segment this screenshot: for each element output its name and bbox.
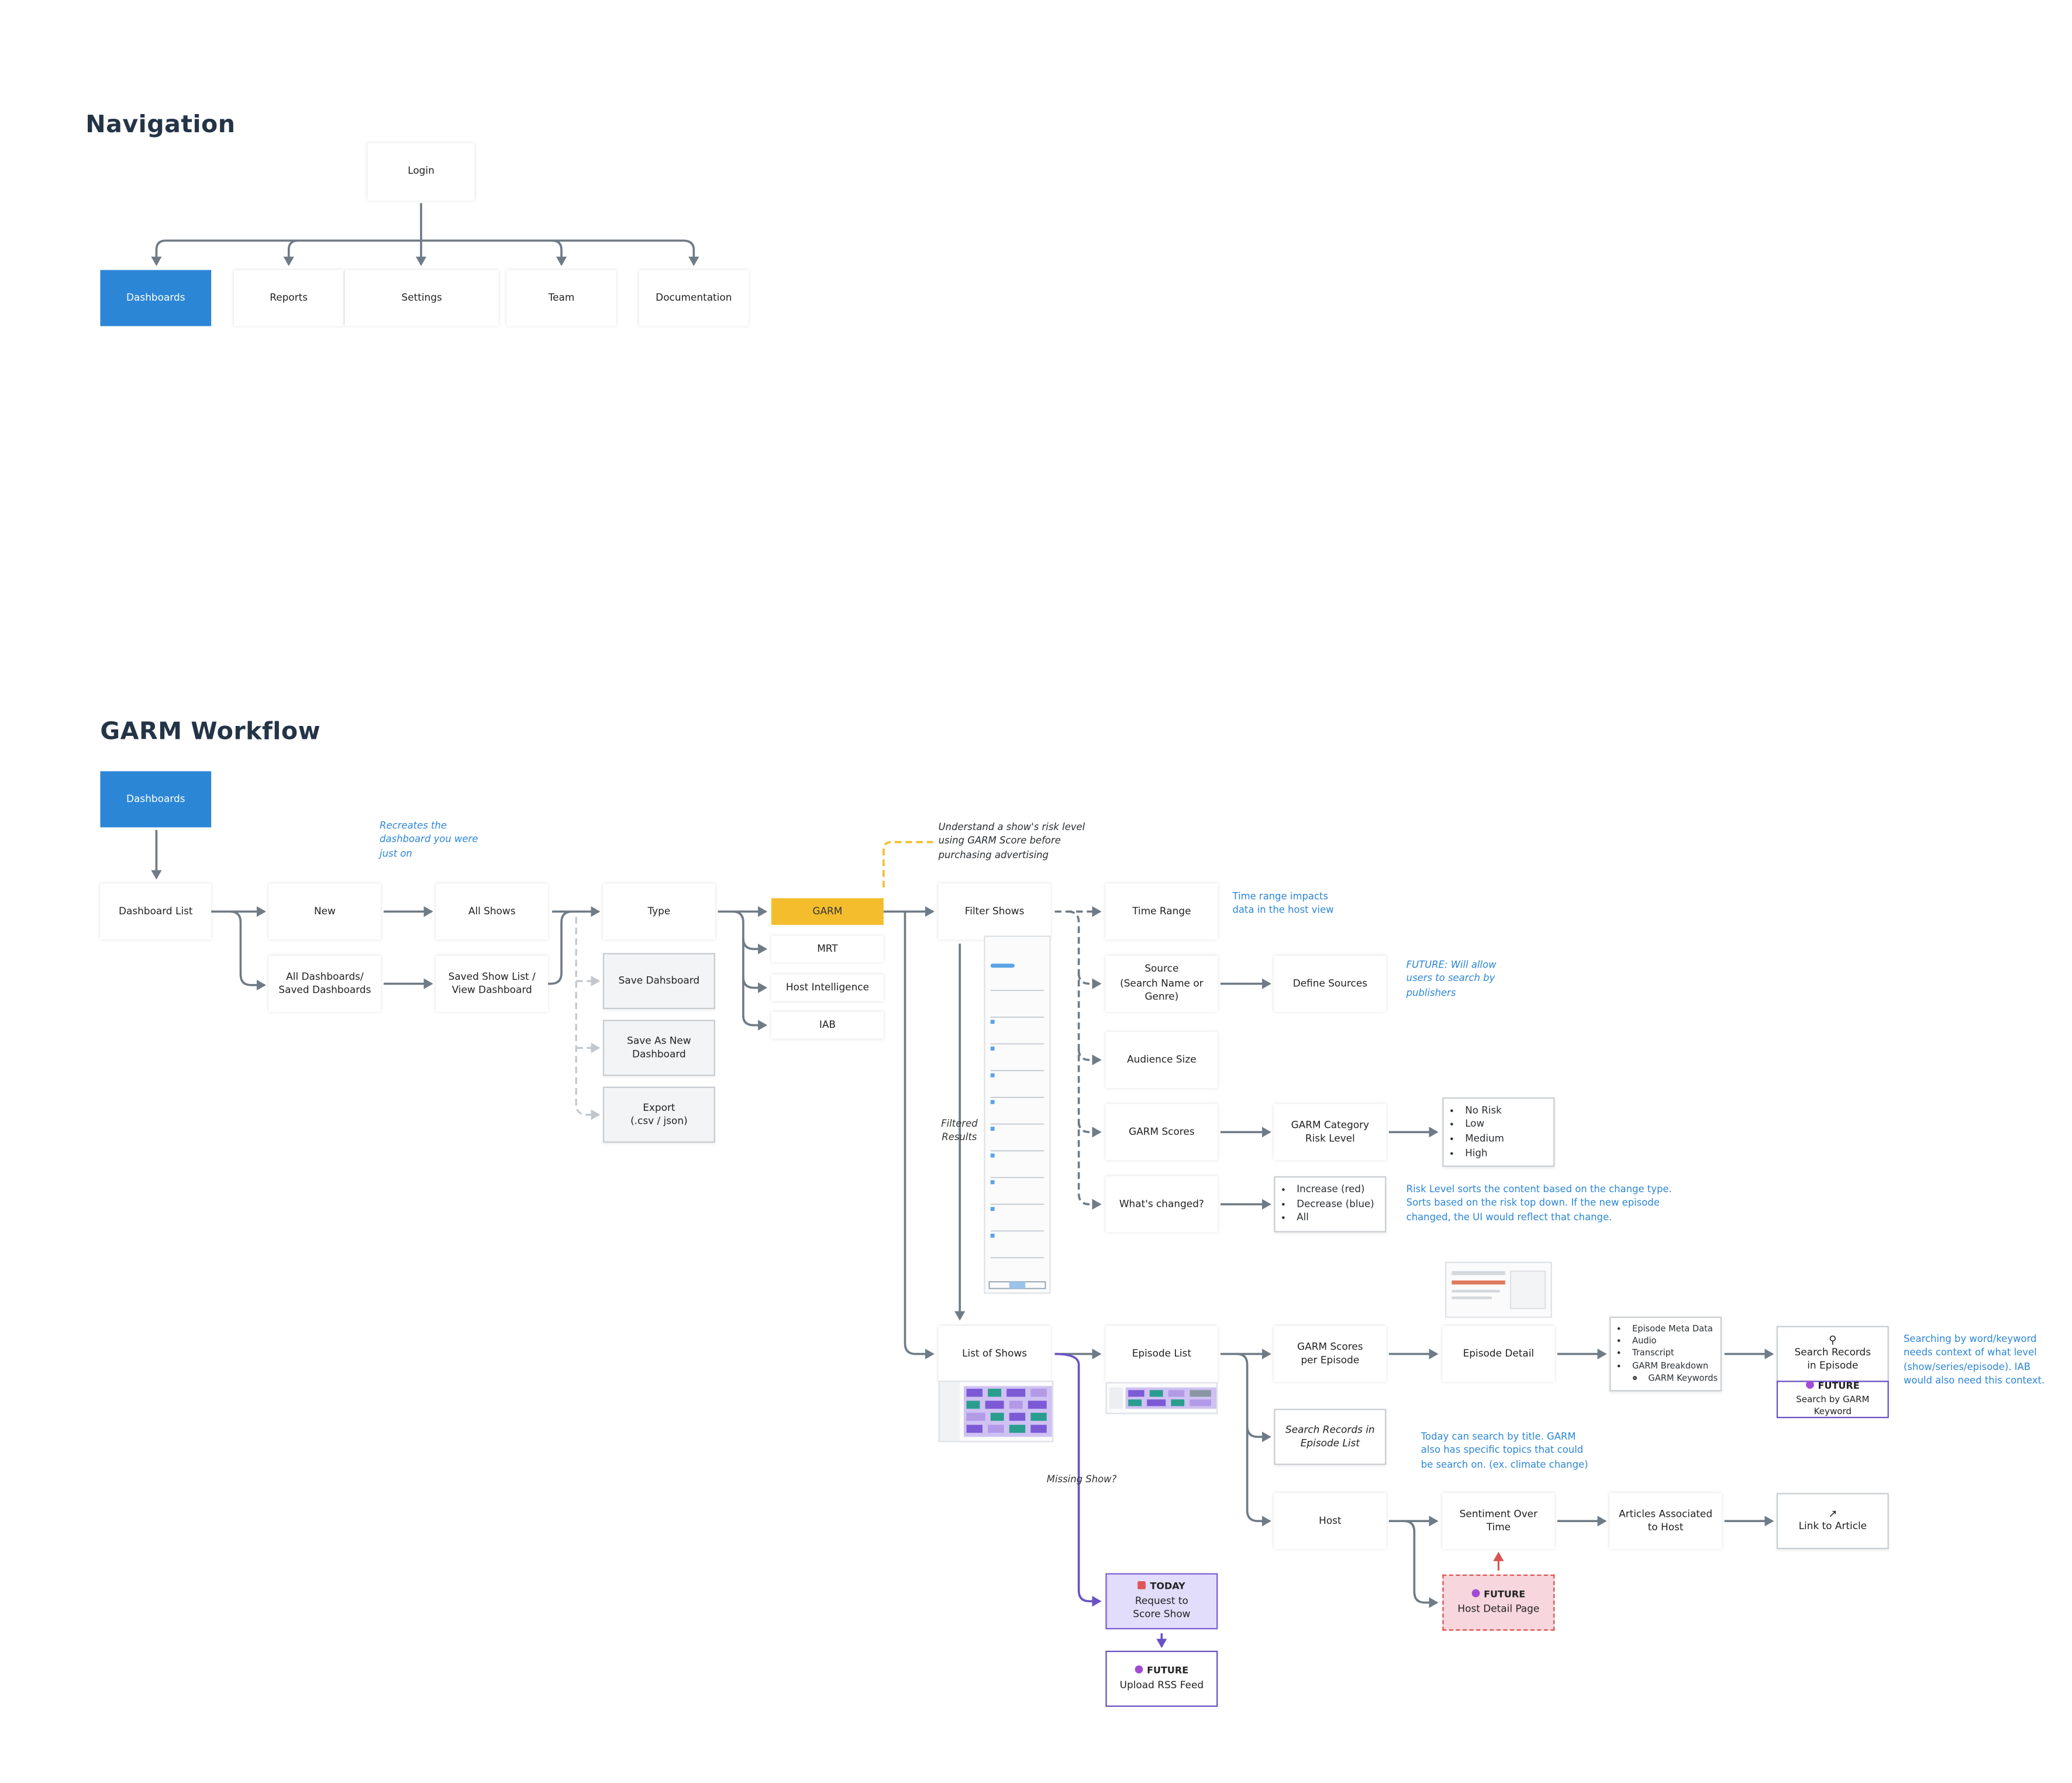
episode-detail-items: Episode Meta Data Audio Transcript GARM … (1609, 1316, 1722, 1392)
iab-node[interactable]: IAB (771, 1011, 884, 1039)
episode-detail-preview (1452, 1270, 1546, 1310)
change-option-item: Increase (red) (1297, 1183, 1374, 1197)
episode-list-node[interactable]: Episode List (1105, 1326, 1218, 1382)
mrt-node[interactable]: MRT (771, 935, 884, 963)
episode-detail-thumbnail (1444, 1261, 1552, 1318)
episode-list-thumbnail (1105, 1382, 1218, 1414)
search-by-garm-keyword-label: Search by GARM Keyword (1796, 1393, 1870, 1417)
filter-panel-thumbnail (984, 935, 1051, 1294)
sentiment-over-time-node[interactable]: Sentiment Over Time (1442, 1493, 1555, 1550)
shows-heatmap-thumbnail (938, 1381, 1054, 1443)
audience-size-node[interactable]: Audience Size (1105, 1031, 1218, 1088)
future-sources-note: FUTURE: Will allow users to search by pu… (1406, 958, 1497, 999)
garm-scores-node[interactable]: GARM Scores (1105, 1104, 1218, 1161)
source-node[interactable]: Source (Search Name or Genre) (1105, 955, 1218, 1012)
search-records-episode-list-node[interactable]: Search Records in Episode List (1274, 1409, 1387, 1465)
nav-dashboards[interactable]: Dashboards (100, 270, 212, 326)
saved-show-list-node[interactable]: Saved Show List / View Dashboard (436, 955, 549, 1012)
workflow-connectors (151, 829, 1774, 1648)
risk-level-item: High (1465, 1146, 1504, 1160)
understand-risk-note: Understand a show's risk level using GAR… (938, 820, 1085, 861)
save-dashboard-button[interactable]: Save Dahsboard (602, 953, 715, 1010)
workflow-dashboards[interactable]: Dashboards (100, 771, 212, 828)
navigation-title: Navigation (85, 111, 236, 139)
host-detail-page-label: Host Detail Page (1457, 1602, 1540, 1615)
filter-shows-node[interactable]: Filter Shows (938, 883, 1051, 940)
search-records-in-episode-label: Search Records in Episode (1794, 1345, 1871, 1372)
dashboard-list-node[interactable]: Dashboard List (100, 883, 212, 940)
episode-detail-item: Episode Meta Data (1632, 1323, 1718, 1335)
garm-workflow-title: GARM Workflow (100, 717, 321, 746)
purple-dot-icon (1471, 1589, 1480, 1598)
today-label: TODAY (1150, 1581, 1185, 1592)
nav-reports[interactable]: Reports (234, 270, 344, 326)
type-node[interactable]: Type (602, 883, 715, 940)
articles-associated-node[interactable]: Articles Associated to Host (1609, 1493, 1722, 1550)
episode-detail-item: Transcript (1632, 1348, 1718, 1360)
filter-panel-preview (988, 963, 1046, 1289)
change-option-item: Decrease (blue) (1297, 1197, 1374, 1211)
episode-detail-item: GARM Breakdown GARM Keywords (1632, 1360, 1718, 1385)
nav-connectors (151, 203, 699, 266)
missing-show-label: Missing Show? (1046, 1472, 1117, 1485)
nav-settings[interactable]: Settings (344, 270, 499, 326)
risk-level-item: No Risk (1465, 1104, 1504, 1118)
change-option-item: All (1297, 1211, 1374, 1226)
shows-heatmap-preview (939, 1382, 1052, 1441)
list-of-shows-node[interactable]: List of Shows (938, 1326, 1051, 1382)
all-shows-node[interactable]: All Shows (436, 883, 549, 940)
garm-category-node[interactable]: GARM Category Risk Level (1274, 1104, 1387, 1161)
episode-list-preview (1109, 1387, 1217, 1409)
future-label: FUTURE (1147, 1665, 1189, 1677)
future-upload-rss-node[interactable]: FUTURE Upload RSS Feed (1105, 1650, 1218, 1707)
risk-level-item: Low (1465, 1118, 1504, 1132)
new-dashboard-node[interactable]: New (268, 883, 381, 940)
time-range-node[interactable]: Time Range (1105, 883, 1218, 940)
future-host-detail-page[interactable]: FUTURE Host Detail Page (1442, 1574, 1555, 1631)
host-node[interactable]: Host (1274, 1493, 1387, 1550)
garm-node[interactable]: GARM (771, 898, 884, 925)
login-node[interactable]: Login (367, 143, 475, 201)
upload-rss-label: Upload RSS Feed (1119, 1678, 1204, 1691)
garm-scores-per-episode-node[interactable]: GARM Scores per Episode (1274, 1326, 1387, 1382)
purple-dot-icon (1805, 1381, 1814, 1389)
magnifier-icon: ⚲ (1829, 1333, 1837, 1346)
host-intelligence-node[interactable]: Host Intelligence (771, 974, 884, 1001)
nav-team[interactable]: Team (506, 270, 616, 326)
recreates-note: Recreates the dashboard you were just on (380, 819, 478, 859)
purple-dot-icon (1135, 1665, 1143, 1674)
episode-detail-item: Audio (1632, 1335, 1718, 1348)
risk-level-note: Risk Level sorts the content based on th… (1406, 1183, 1672, 1223)
calendar-icon (1137, 1581, 1146, 1590)
define-sources-node[interactable]: Define Sources (1274, 955, 1387, 1012)
episode-detail-subitem: GARM Keywords (1648, 1372, 1718, 1385)
time-range-note: Time range impacts data in the host view (1232, 890, 1334, 917)
search-records-in-episode-node[interactable]: ⚲ Search Records in Episode (1776, 1326, 1889, 1382)
future-label: FUTURE (1818, 1381, 1860, 1392)
episode-detail-node[interactable]: Episode Detail (1442, 1326, 1555, 1382)
whats-changed-node[interactable]: What's changed? (1105, 1176, 1218, 1233)
save-as-new-dashboard-button[interactable]: Save As New Dashboard (602, 1020, 715, 1076)
link-to-article-label: Link to Article (1798, 1519, 1867, 1532)
risk-level-list: No Risk Low Medium High (1442, 1097, 1555, 1167)
link-icon: ↗ (1828, 1507, 1837, 1520)
future-search-garm-keyword[interactable]: FUTURE Search by GARM Keyword (1776, 1381, 1889, 1419)
filtered-results-label: Filtered Results (941, 1117, 978, 1143)
today-request-to-score-node[interactable]: TODAY Request to Score Show (1105, 1573, 1218, 1630)
future-label: FUTURE (1484, 1589, 1526, 1600)
searching-note: Searching by word/keyword needs context … (1903, 1333, 2045, 1387)
export-button[interactable]: Export (.csv / json) (602, 1086, 715, 1143)
risk-level-item: Medium (1465, 1132, 1504, 1146)
today-search-note: Today can search by title. GARM also has… (1421, 1430, 1588, 1471)
all-dashboards-node[interactable]: All Dashboards/ Saved Dashboards (268, 955, 381, 1012)
nav-documentation[interactable]: Documentation (639, 270, 749, 326)
link-to-article-node[interactable]: ↗ Link to Article (1776, 1493, 1889, 1550)
request-to-score-label: Request to Score Show (1133, 1593, 1191, 1620)
change-options-list: Increase (red) Decrease (blue) All (1274, 1176, 1387, 1233)
